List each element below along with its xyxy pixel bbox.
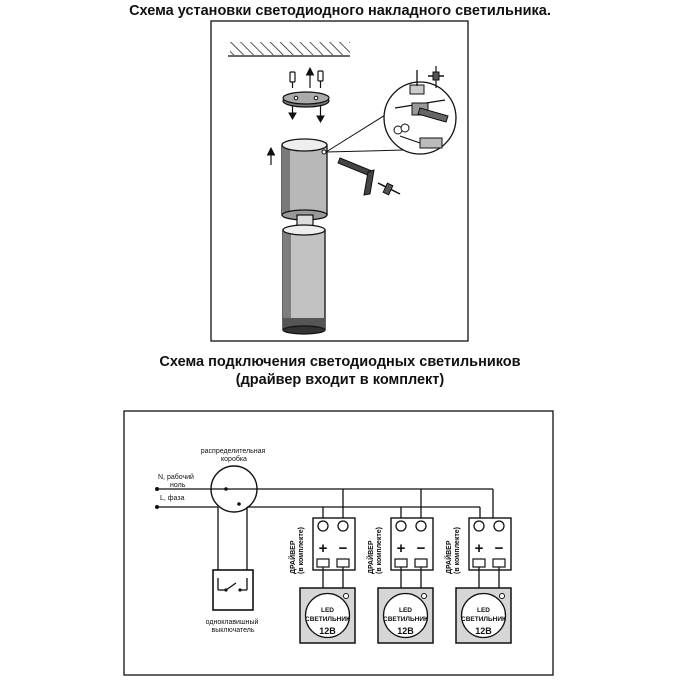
fixture-up-arrow [266,146,276,165]
wiring-title-line2: (драйвер входит в комплект) [235,372,445,388]
set-screw-icon [377,182,401,196]
fixture-led-label: LED [477,607,490,614]
hex-key-icon [337,157,375,196]
fixture-name-label: СВЕТИЛЬНИК [461,616,506,623]
fixture-led-label: LED [321,607,334,614]
neutral-wire [157,488,494,520]
driver-plus: + [319,540,328,557]
ceiling-hatch [228,42,350,57]
led-fixture: LED СВЕТИЛЬНИК 12В [455,587,512,644]
mounting-plate [282,91,330,108]
led-fixture: LED СВЕТИЛЬНИК 12В [299,587,356,644]
driver-minus: − [339,540,348,557]
neutral-terminal [155,487,159,491]
driver-label: ДРАЙВЕР(в комплекте) [444,527,461,574]
screw-right [305,66,325,123]
phase-label: L, фаза [160,495,185,502]
fixture-name-label: СВЕТИЛЬНИК [383,616,428,623]
switch-label: одноклавишный выключатель [206,618,261,634]
fixture-voltage: 12В [397,626,414,636]
driver-plus: + [397,540,406,557]
driver-unit: +− ДРАЙВЕР(в комплекте) [444,517,512,588]
wiring-frame [123,410,554,676]
fixture-lower-tube [282,224,326,335]
fixture-voltage: 12В [475,626,492,636]
driver-label: ДРАЙВЕР(в комплекте) [366,527,383,574]
wall-switch [212,569,254,611]
fixture-upper-body [281,138,328,221]
led-fixture: LED СВЕТИЛЬНИК 12В [377,587,434,644]
detail-circle [383,70,457,155]
driver-minus: − [417,540,426,557]
detail-callout-line [325,111,405,153]
phase-terminal [155,505,159,509]
phase-wire [157,506,219,578]
driver-label: ДРАЙВЕР(в комплекте) [288,527,305,574]
wiring-title-line1: Схема подключения светодиодных светильни… [159,354,521,370]
driver-unit: +− ДРАЙВЕР(в комплекте) [288,517,356,588]
neutral-label: N, рабочий ноль [158,473,196,489]
detail-screw-icon [428,66,444,88]
driver-unit: +− ДРАЙВЕР(в комплекте) [366,517,434,588]
junction-box-label: распределительная коробка [201,448,267,463]
install-frame [210,20,469,342]
driver-plus: + [475,540,484,557]
driver-minus: − [495,540,504,557]
fixture-voltage: 12В [319,626,336,636]
install-title: Схема установки светодиодного накладного… [129,3,551,19]
fixture-name-label: СВЕТИЛЬНИК [305,616,350,623]
fixture-led-label: LED [399,607,412,614]
